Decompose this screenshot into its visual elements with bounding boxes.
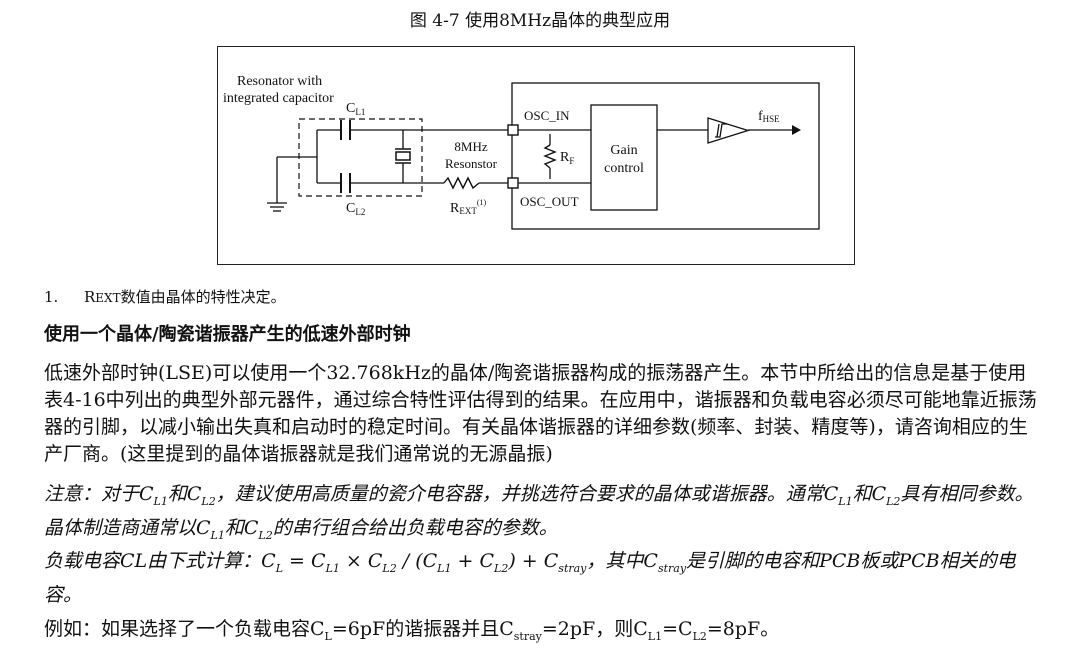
footnote: 1. REXT数值由晶体的特性决定。	[44, 286, 286, 307]
capacitor-cl1	[340, 120, 351, 140]
mhz-label-line1: 8MHz	[454, 139, 487, 154]
figure-caption: 图 4-7 使用8MHz晶体的典型应用	[409, 11, 671, 31]
osc-out-label: OSC_OUT	[520, 194, 579, 209]
section-heading: 使用一个晶体/陶瓷谐振器产生的低速外部时钟	[44, 324, 411, 345]
fhse-label: fHSE	[758, 109, 780, 124]
rf-label: RF	[560, 150, 574, 166]
footnote-number: 1.	[44, 288, 59, 306]
pin-osc-in	[507, 124, 519, 136]
output-arrow	[792, 125, 801, 135]
mhz-label-line2: Resonstor	[445, 156, 498, 171]
cl1-label: CL1	[346, 101, 365, 117]
resonator-label-line1: Resonator with	[237, 74, 322, 89]
oscillator-circuit-diagram: Resonator with integrated capacitor CL1 …	[217, 46, 855, 265]
gain-label-line2: control	[604, 161, 644, 176]
footnote-r: R	[84, 288, 96, 306]
paragraph-lse-intro: 低速外部时钟(LSE)可以使用一个32.768kHz的晶体/陶瓷谐振器构成的振荡…	[44, 362, 1037, 465]
osc-in-label: OSC_IN	[524, 108, 570, 123]
gain-control-box	[590, 104, 658, 211]
paragraph-note: 注意：对于CL1和CL2，建议使用高质量的瓷介电容器，并挑选符合要求的晶体或谐振…	[44, 483, 1034, 542]
footnote-ext: EXT	[95, 291, 121, 305]
capacitor-cl2	[340, 173, 351, 193]
rext-label: REXT(1)	[450, 198, 487, 216]
schmitt-buffer-symbol	[707, 117, 751, 144]
chip-box	[511, 82, 820, 230]
paragraph-example: 例如：如果选择了一个负载电容CL=6pF的谐振器并且Cstray=2pF，则CL…	[44, 618, 780, 643]
resistor-rf	[543, 144, 557, 169]
pin-osc-out	[507, 177, 519, 189]
crystal-symbol	[395, 148, 411, 164]
cl2-label: CL2	[346, 201, 365, 217]
resonator-label-line2: integrated capacitor	[223, 91, 334, 106]
paragraph-formula: 负载电容CL由下式计算：CL = CL1 × CL2 / (CL1 + CL2)…	[44, 550, 1016, 606]
figure-border	[217, 46, 855, 265]
footnote-text: 数值由晶体的特性决定。	[120, 288, 286, 306]
ground-symbol	[267, 156, 317, 212]
gain-label-line1: Gain	[610, 143, 637, 158]
resistor-rext	[443, 176, 480, 190]
